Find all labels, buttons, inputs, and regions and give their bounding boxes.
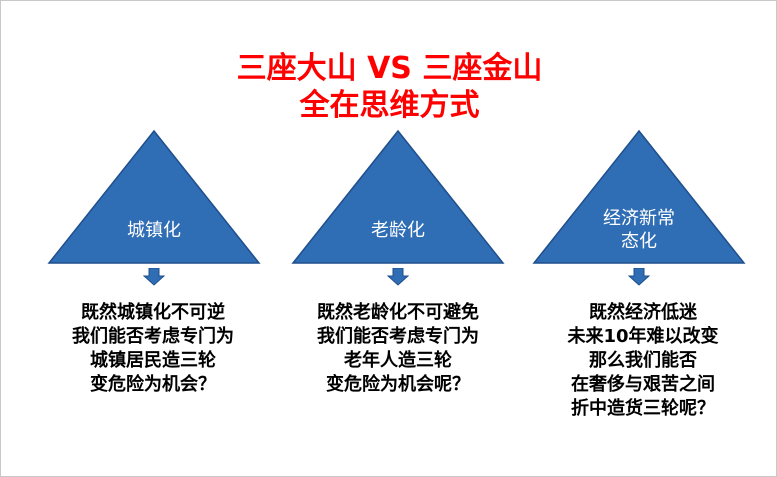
arrow-down-icon (143, 268, 165, 286)
triangle-shape (291, 129, 505, 264)
description-aging: 既然老龄化不可避免 我们能否考虑专门为 老年人造三轮 变危险为机会呢？ (278, 301, 518, 397)
triangle-new-normal: 经济新常 态化 (532, 129, 746, 265)
description-line: 未来10年难以改变 (567, 326, 719, 347)
slide-title: 三座大山 VS 三座金山 (236, 51, 543, 86)
arrow-down-icon (387, 268, 409, 286)
description-line: 变危险为机会呢？ (326, 374, 470, 395)
triangle-shape (47, 129, 261, 264)
arrow-down-icon (628, 268, 650, 286)
description-line: 我们能否考虑专门为 (317, 326, 479, 347)
description-line: 那么我们能否 (589, 350, 697, 371)
description-line: 在奢侈与艰苦之间 (571, 374, 715, 395)
description-line: 折中造货三轮呢？ (571, 398, 715, 419)
description-new-normal: 既然经济低迷 未来10年难以改变 那么我们能否 在奢侈与艰苦之间 折中造货三轮呢… (523, 301, 763, 421)
description-line: 变危险为机会？ (90, 374, 216, 395)
triangle-shape (532, 129, 746, 264)
description-line: 既然城镇化不可逆 (81, 302, 225, 323)
triangle-label: 城镇化 (127, 220, 181, 241)
triangle-label: 经济新常 态化 (603, 208, 675, 252)
description-line: 老年人造三轮 (344, 350, 452, 371)
description-line: 既然经济低迷 (589, 302, 697, 323)
description-urbanization: 既然城镇化不可逆 我们能否考虑专门为 城镇居民造三轮 变危险为机会？ (33, 301, 273, 397)
triangle-urbanization: 城镇化 (47, 129, 261, 265)
triangle-aging: 老龄化 (291, 129, 505, 265)
description-line: 城镇居民造三轮 (90, 350, 216, 371)
description-line: 我们能否考虑专门为 (72, 326, 234, 347)
slide-subtitle: 全在思维方式 (299, 88, 480, 123)
description-line: 既然老龄化不可避免 (317, 302, 479, 323)
triangle-label: 老龄化 (371, 220, 425, 241)
